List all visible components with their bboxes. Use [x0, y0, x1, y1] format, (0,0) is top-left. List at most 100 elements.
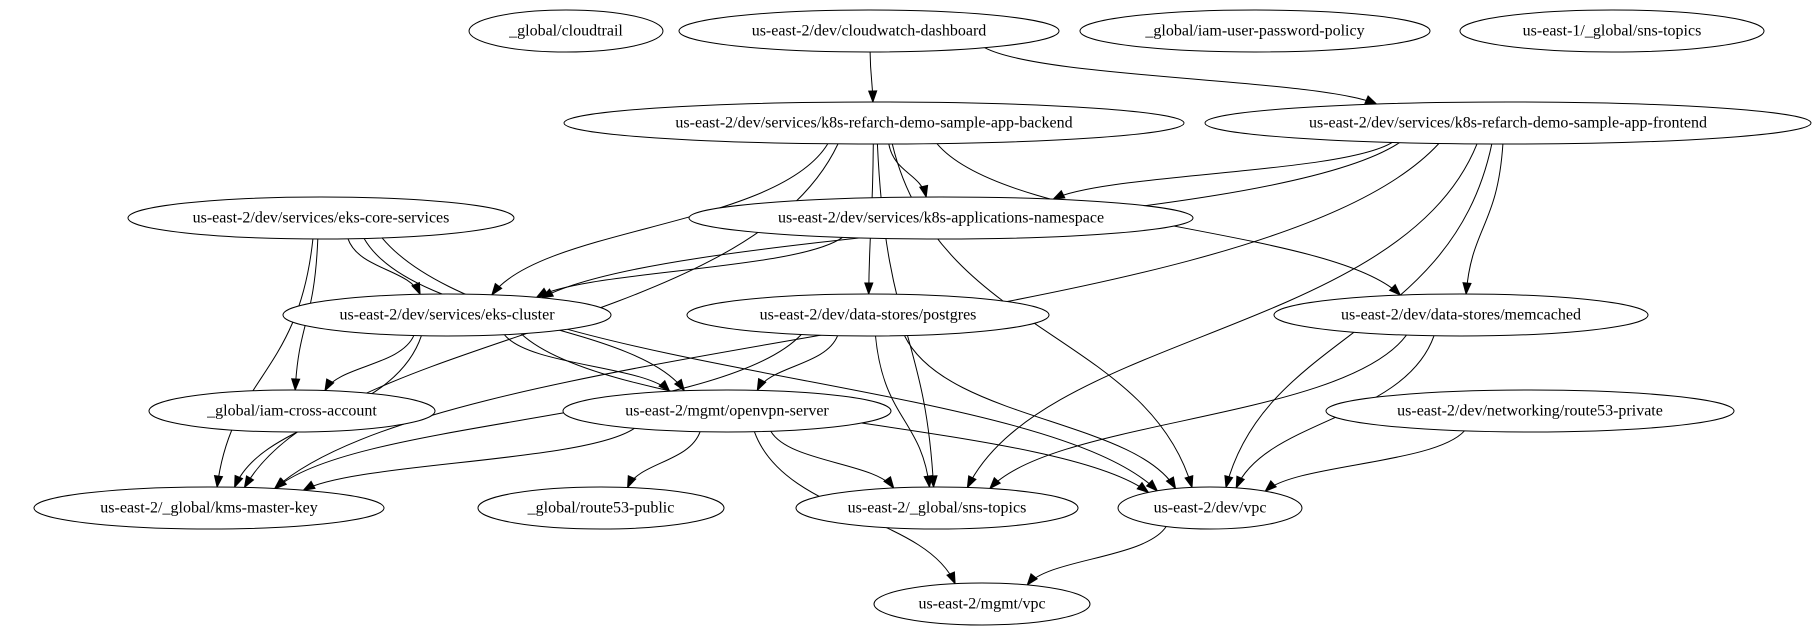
edge-line — [1465, 143, 1504, 295]
node-label: us-east-2/_global/kms-master-key — [100, 500, 317, 517]
edge-k8s_frontend--memcached — [1462, 143, 1504, 296]
edge-k8s_frontend--sns_topics_ue2 — [966, 143, 1478, 489]
edge-arrowhead — [673, 378, 686, 392]
node-cloudwatch_dashboard: us-east-2/dev/cloudwatch-dashboard — [678, 9, 1060, 53]
node-ellipse — [873, 582, 1091, 626]
edge-arrowhead — [1136, 481, 1150, 494]
node-ellipse — [33, 486, 385, 530]
edge-arrowhead — [1224, 475, 1234, 489]
node-iam_cross_account: _global/iam-cross-account — [148, 389, 436, 433]
edge-line — [1026, 526, 1167, 586]
edge-line — [381, 237, 1158, 492]
node-kms_master_key: us-east-2/_global/kms-master-key — [33, 486, 385, 530]
edge-eks_core_services--dev_vpc — [381, 237, 1159, 492]
edge-arrowhead — [1165, 476, 1177, 490]
edge-line — [627, 431, 701, 488]
edge-eks_cluster--iam_cross_account — [324, 335, 415, 392]
node-label: us-east-2/dev/networking/route53-private — [1397, 403, 1663, 420]
edge-line — [347, 238, 421, 295]
edge-arrowhead — [1235, 475, 1246, 490]
edge-arrowhead — [535, 287, 549, 299]
edge-route53_private--dev_vpc — [1264, 430, 1465, 493]
node-ellipse — [1325, 389, 1735, 433]
node-label: us-east-2/mgmt/openvpn-server — [625, 403, 829, 420]
edge-arrowhead — [1462, 282, 1472, 296]
edge-arrowhead — [274, 477, 288, 490]
node-label: _global/iam-cross-account — [206, 403, 377, 420]
edge-dev_vpc--mgmt_vpc — [1026, 526, 1167, 587]
node-label: us-east-2/dev/services/k8s-applications-… — [778, 210, 1104, 227]
node-eks_cluster: us-east-2/dev/services/eks-cluster — [282, 293, 612, 337]
node-ellipse — [1117, 486, 1303, 530]
node-ellipse — [563, 101, 1185, 145]
edge-arrowhead — [756, 377, 767, 392]
node-cloudtrail: _global/cloudtrail — [468, 9, 664, 53]
node-label: _global/route53-public — [527, 500, 675, 517]
node-k8s_frontend: us-east-2/dev/services/k8s-refarch-demo-… — [1204, 101, 1812, 145]
edge-line — [1052, 141, 1393, 200]
node-layer: _global/cloudtrail us-east-2/dev/cloudwat… — [33, 9, 1812, 626]
node-k8s_namespace: us-east-2/dev/services/k8s-applications-… — [688, 196, 1194, 240]
edge-line — [491, 143, 829, 296]
edge-arrowhead — [918, 184, 929, 199]
edge-arrowhead — [302, 480, 316, 492]
node-ellipse — [282, 293, 612, 337]
edge-arrowhead — [627, 475, 637, 489]
node-ellipse — [678, 9, 1060, 53]
node-ellipse — [688, 196, 1194, 240]
edge-line — [875, 335, 930, 488]
edge-arrowhead — [243, 475, 255, 489]
edge-arrowhead — [883, 475, 895, 490]
node-label: us-east-2/dev/services/eks-cluster — [339, 307, 555, 324]
edge-arrowhead — [491, 282, 503, 296]
edge-k8s_backend--k8s_namespace — [888, 143, 929, 199]
node-eks_core_services: us-east-2/dev/services/eks-core-services — [127, 196, 515, 240]
node-label: us-east-2/dev/services/k8s-refarch-demo-… — [675, 115, 1072, 132]
edge-eks_core_services--kms_master_key — [213, 238, 314, 489]
node-iam_user_password_policy: _global/iam-user-password-policy — [1079, 9, 1431, 53]
node-ellipse — [1079, 9, 1431, 53]
edge-arrowhead — [1051, 189, 1066, 200]
node-postgres: us-east-2/dev/data-stores/postgres — [686, 293, 1050, 337]
node-ellipse — [477, 486, 725, 530]
node-ellipse — [686, 293, 1050, 337]
edge-arrowhead — [1364, 95, 1378, 105]
edge-arrowhead — [1145, 479, 1159, 492]
node-ellipse — [1273, 293, 1649, 337]
node-label: us-east-1/_global/sns-topics — [1523, 23, 1702, 40]
edge-line — [1264, 430, 1465, 492]
edge-line — [989, 334, 1407, 489]
node-mgmt_vpc: us-east-2/mgmt/vpc — [873, 582, 1091, 626]
node-label: us-east-2/dev/services/k8s-refarch-demo-… — [1309, 115, 1707, 132]
edge-arrowhead — [291, 378, 301, 392]
edge-line — [536, 236, 843, 298]
edge-line — [275, 334, 802, 489]
node-label: us-east-2/dev/services/eks-core-services — [193, 210, 450, 227]
node-openvpn_server: us-east-2/mgmt/openvpn-server — [562, 389, 892, 433]
node-sns_topics_ue2: us-east-2/_global/sns-topics — [795, 486, 1079, 530]
node-label: us-east-2/_global/sns-topics — [848, 500, 1027, 517]
node-ellipse — [795, 486, 1079, 530]
node-dev_vpc: us-east-2/dev/vpc — [1117, 486, 1303, 530]
node-sns_topics_ue1: us-east-1/_global/sns-topics — [1459, 9, 1765, 53]
edge-arrowhead — [923, 475, 933, 489]
edge-cloudwatch_dashboard--k8s_frontend — [984, 47, 1378, 105]
node-k8s_backend: us-east-2/dev/services/k8s-refarch-demo-… — [563, 101, 1185, 145]
edge-openvpn_server--kms_master_key — [302, 427, 635, 492]
node-ellipse — [148, 389, 436, 433]
edge-line — [504, 334, 670, 392]
node-ellipse — [1204, 101, 1812, 145]
edge-postgres--kms_master_key — [274, 334, 802, 490]
edge-arrowhead — [324, 378, 335, 392]
node-memcached: us-east-2/dev/data-stores/memcached — [1273, 293, 1649, 337]
edge-line — [303, 427, 635, 491]
edge-memcached--sns_topics_ue2 — [988, 334, 1407, 490]
edge-postgres--sns_topics_ue2 — [875, 335, 933, 489]
edge-arrowhead — [1388, 283, 1402, 297]
edge-arrowhead — [867, 90, 878, 104]
edge-openvpn_server--route53_public — [627, 431, 701, 489]
edge-openvpn_server--sns_topics_ue2 — [770, 430, 895, 490]
edge-eks_cluster--openvpn_server — [504, 334, 671, 393]
node-label: _global/cloudtrail — [508, 23, 623, 40]
